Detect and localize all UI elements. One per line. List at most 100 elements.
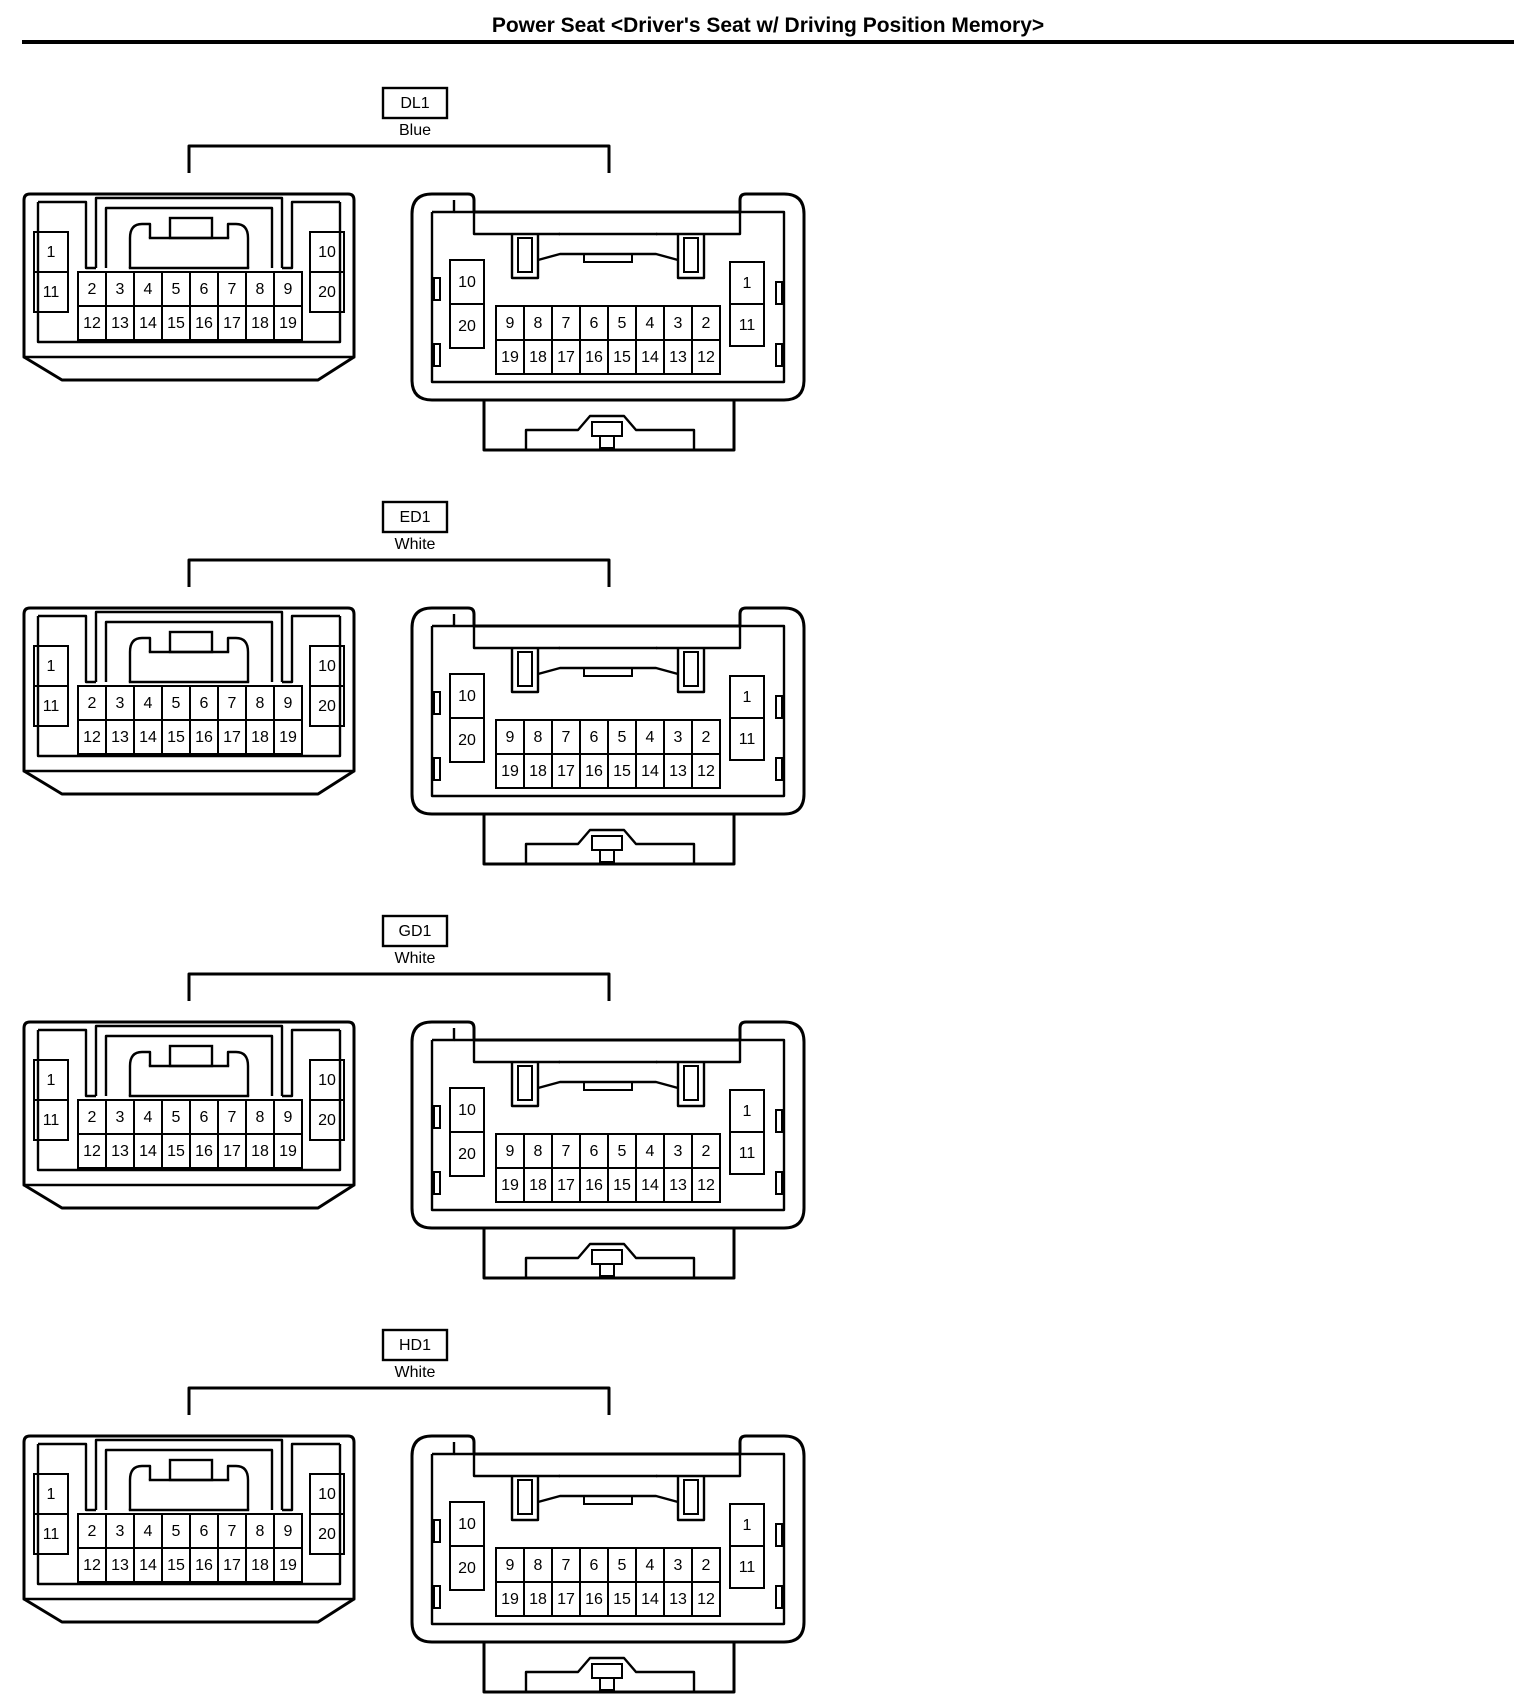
side-slot <box>433 343 441 367</box>
inner-frame-right <box>282 1028 340 1098</box>
pin-cell: 11 <box>729 1545 765 1589</box>
pin-cell: 10 <box>449 673 485 719</box>
lock-tab <box>482 400 736 452</box>
latch-block <box>168 630 214 654</box>
latch-arc-left <box>128 1050 152 1096</box>
side-slot <box>775 1585 783 1609</box>
inner-step-right <box>656 624 762 650</box>
pin-cell: 8 <box>523 1547 553 1583</box>
pin-cell: 15 <box>161 305 191 341</box>
pin-cell: 6 <box>189 271 219 307</box>
lock-tab-stem <box>599 1677 615 1691</box>
latch-channel-left-inner <box>517 1479 533 1515</box>
side-slot <box>775 281 783 305</box>
pin-cell: 5 <box>161 685 191 721</box>
side-slot <box>433 757 441 781</box>
pin-cell: 6 <box>189 685 219 721</box>
latch-channel-left <box>510 648 540 694</box>
pin-cell: 10 <box>449 259 485 305</box>
inner-step-left <box>454 1452 560 1478</box>
pin-number: 6 <box>200 1109 209 1126</box>
pin-number: 17 <box>223 315 241 332</box>
pin-cell: 2 <box>691 719 721 755</box>
pin-cell: 14 <box>635 1581 665 1617</box>
pin-number: 11 <box>739 1145 756 1162</box>
pin-cell: 12 <box>691 1167 721 1203</box>
pin-cell: 15 <box>607 753 637 789</box>
pin-cell-box <box>309 1513 345 1555</box>
lock-tab-button <box>591 1663 623 1679</box>
pin-number: 11 <box>43 1112 60 1129</box>
pin-cell: 11 <box>729 717 765 761</box>
pin-number: 8 <box>534 1143 543 1160</box>
pin-cell: 4 <box>635 305 665 341</box>
lock-tab <box>482 1642 736 1694</box>
pin-number: 1 <box>743 1517 752 1534</box>
inner-step-left <box>454 1038 560 1064</box>
pin-number: 17 <box>223 1143 241 1160</box>
pin-number: 10 <box>458 1102 476 1119</box>
pin-cell: 8 <box>523 719 553 755</box>
pin-cell: 17 <box>217 719 247 755</box>
female-housing <box>410 1434 806 1644</box>
pin-cell: 18 <box>245 719 275 755</box>
latch-arc-right <box>226 222 250 268</box>
pin-number: 18 <box>251 729 269 746</box>
male-housing <box>22 606 356 796</box>
inner-frame-left <box>38 1442 96 1512</box>
pin-number: 20 <box>458 732 476 749</box>
pin-number: 19 <box>279 315 297 332</box>
latch-arc-right <box>226 1464 250 1510</box>
pin-cell: 15 <box>607 339 637 375</box>
inner-frame <box>430 1038 786 1212</box>
pin-cell: 7 <box>217 1099 247 1135</box>
pin-cell: 15 <box>161 1547 191 1583</box>
pairing-bracket <box>187 1386 611 1415</box>
pin-cell: 16 <box>579 1167 609 1203</box>
pin-number: 19 <box>501 763 519 780</box>
pin-cell: 8 <box>245 271 275 307</box>
pin-number: 15 <box>613 349 631 366</box>
pin-number: 18 <box>529 763 547 780</box>
latch-key <box>583 667 633 677</box>
pin-number: 20 <box>318 284 336 301</box>
latch-block <box>168 1458 214 1482</box>
connector-code: ED1 <box>399 509 430 526</box>
lock-tab-button <box>591 421 623 437</box>
pin-cell: 1 <box>729 1089 765 1133</box>
pin-number: 18 <box>251 1557 269 1574</box>
connector-code-label: DL1 <box>381 86 449 120</box>
pin-number: 12 <box>83 315 101 332</box>
pin-cell: 13 <box>663 753 693 789</box>
pin-cell: 9 <box>273 1099 303 1135</box>
pin-cell: 8 <box>245 1513 275 1549</box>
pin-cell: 7 <box>551 1133 581 1169</box>
pin-cell: 20 <box>449 303 485 349</box>
pin-cell: 17 <box>551 1167 581 1203</box>
latch-tower-inner <box>104 620 274 682</box>
pin-number: 20 <box>318 1112 336 1129</box>
pin-cell: 2 <box>691 1547 721 1583</box>
pin-cell-box <box>691 1167 721 1203</box>
pin-number: 5 <box>618 315 627 332</box>
pin-cell: 6 <box>189 1513 219 1549</box>
pin-number: 16 <box>195 1557 213 1574</box>
pin-cell: 6 <box>579 1133 609 1169</box>
side-slot <box>775 1523 783 1547</box>
pin-number: 20 <box>458 1560 476 1577</box>
inner-frame-left <box>38 200 96 270</box>
pin-number: 20 <box>318 1526 336 1543</box>
pin-cell-box <box>691 1581 721 1617</box>
pin-number: 2 <box>702 1143 711 1160</box>
pin-cell: 15 <box>161 1133 191 1169</box>
pin-number: 9 <box>506 1143 515 1160</box>
pin-number: 9 <box>506 315 515 332</box>
pin-cell: 3 <box>105 1513 135 1549</box>
latch-channel-right <box>676 648 706 694</box>
pin-number: 19 <box>279 1557 297 1574</box>
inner-frame-right <box>282 614 340 684</box>
pin-number: 10 <box>318 1072 336 1089</box>
